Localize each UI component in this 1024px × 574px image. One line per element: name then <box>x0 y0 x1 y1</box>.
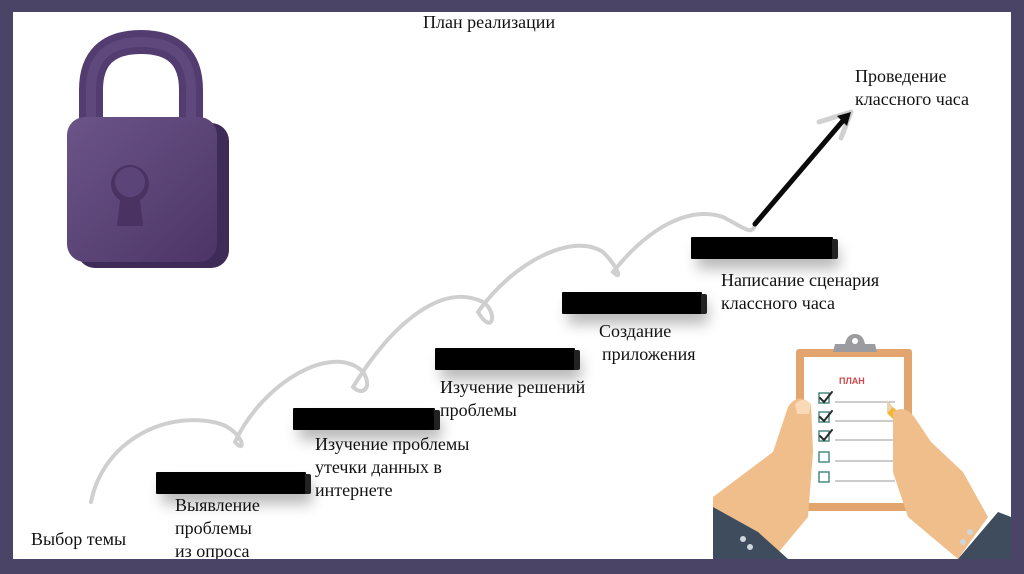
step-label-5: Написание сценария классного часа <box>721 269 879 315</box>
label-line: проблемы <box>440 400 517 420</box>
label-line: проблемы <box>175 518 252 538</box>
label-line: Создание <box>599 321 672 341</box>
step-label-0: Выбор темы <box>31 528 126 551</box>
label-line: интернете <box>315 480 393 500</box>
clipboard-heading: ПЛАН <box>839 376 865 386</box>
step-block-4 <box>562 292 707 314</box>
step-block-2 <box>293 408 440 430</box>
label-line: Изучение проблемы <box>315 434 470 454</box>
slide: План реализации Выбор темы Выявление <box>13 12 1011 559</box>
step-label-2: Изучение проблемы утечки данных в интерн… <box>315 433 469 502</box>
label-line: классного часа <box>855 89 970 109</box>
slide-title: План реализации <box>423 12 556 32</box>
step-block-3 <box>435 348 580 370</box>
label-line: Выявление <box>175 495 260 515</box>
label-line: приложения <box>602 344 696 364</box>
label-line: утечки данных в <box>315 457 442 477</box>
step-label-4: Создание приложения <box>599 320 696 366</box>
label-line: Изучение решений <box>440 377 586 397</box>
label-line: классного часа <box>721 293 836 313</box>
label-line: Проведение <box>855 66 947 86</box>
label-line: Написание сценария <box>721 270 880 290</box>
step-block-5 <box>691 237 838 259</box>
step-label-1: Выявление проблемы из опроса <box>175 494 260 559</box>
step-label-6: Проведение классного часа <box>855 65 969 111</box>
step-block-1 <box>156 472 311 494</box>
label-line: из опроса <box>175 541 250 559</box>
step-label-3: Изучение решений проблемы <box>440 376 585 422</box>
label-line: Выбор темы <box>31 529 127 549</box>
